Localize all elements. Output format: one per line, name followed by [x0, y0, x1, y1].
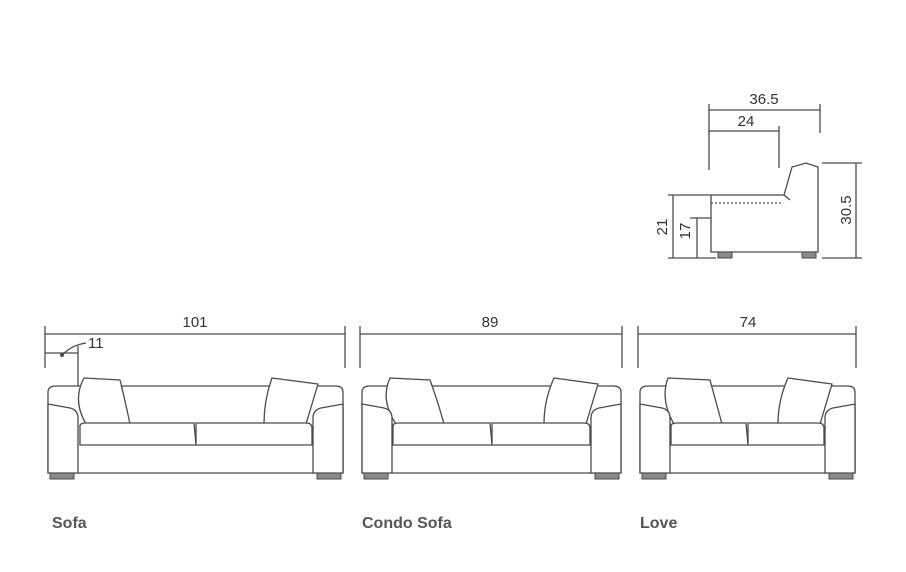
side-leg-back — [801, 251, 817, 259]
side-profile — [710, 162, 819, 253]
side-leg-front — [717, 251, 733, 259]
love-width-label: 74 — [740, 314, 757, 331]
condo-width-label: 89 — [482, 314, 499, 331]
sofa-width-label: 101 — [182, 314, 207, 331]
condo-caption: Condo Sofa — [362, 515, 452, 532]
arm-height-label: 21 — [654, 219, 671, 236]
height-total-label: 30.5 — [838, 195, 855, 224]
sofa-front-view: 101 11 Sofa — [44, 314, 346, 532]
sofa-caption: Sofa — [52, 515, 87, 532]
depth-total-label: 36.5 — [749, 91, 778, 108]
condo-sofa-front-view: 89 Condo Sofa — [359, 314, 623, 532]
seat-depth-label: 24 — [738, 113, 755, 130]
sofa-arm-width-label: 11 — [88, 335, 104, 352]
side-view: 36.5 24 30.5 21 17 — [654, 91, 862, 259]
love-front-view: 74 Love — [637, 314, 857, 532]
seat-height-label: 17 — [677, 223, 694, 240]
love-caption: Love — [640, 515, 677, 532]
